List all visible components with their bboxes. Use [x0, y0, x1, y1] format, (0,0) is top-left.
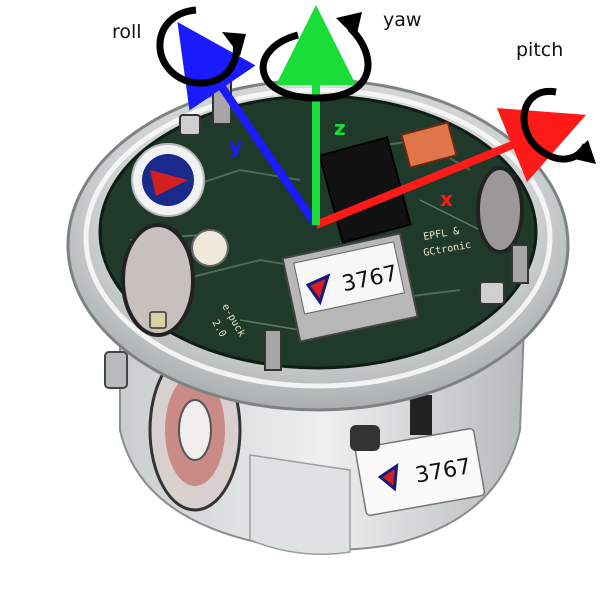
- roll-label: roll: [112, 21, 142, 43]
- pitch-label: pitch: [516, 39, 563, 61]
- circuit-board: 3767 EPFL & GCtronic e-puck 2.0: [98, 71, 538, 371]
- board-button-right: [479, 281, 505, 305]
- side-bolt: [104, 351, 128, 389]
- standoff-right: [511, 244, 529, 284]
- y-axis-arrow: [177, 21, 320, 228]
- board-wheel-right: [476, 166, 524, 254]
- board-button-top: [179, 114, 201, 136]
- pitch-rotation-arrow: [520, 88, 596, 164]
- yaw-label: yaw: [383, 9, 421, 31]
- yaw-rotation-arrow: [259, 12, 372, 102]
- roll-rotation-arrow: [156, 6, 246, 87]
- y-axis-label: y: [229, 134, 242, 158]
- board-wheel-left: [121, 223, 195, 337]
- orange-connector: [400, 121, 458, 169]
- front-sticker: 3767: [354, 427, 486, 517]
- coordinate-axes: x y z: [177, 5, 587, 229]
- z-axis-label: z: [334, 116, 346, 140]
- logo-disc: [131, 143, 205, 217]
- front-connector: [350, 425, 380, 451]
- front-sensor: [410, 395, 432, 435]
- x-axis-arrow: [314, 108, 587, 229]
- x-axis-label: x: [440, 187, 453, 211]
- board-led: [149, 311, 167, 329]
- standoff-front: [264, 329, 282, 371]
- potentiometer: [191, 229, 229, 267]
- radio-module: 3767: [281, 232, 419, 343]
